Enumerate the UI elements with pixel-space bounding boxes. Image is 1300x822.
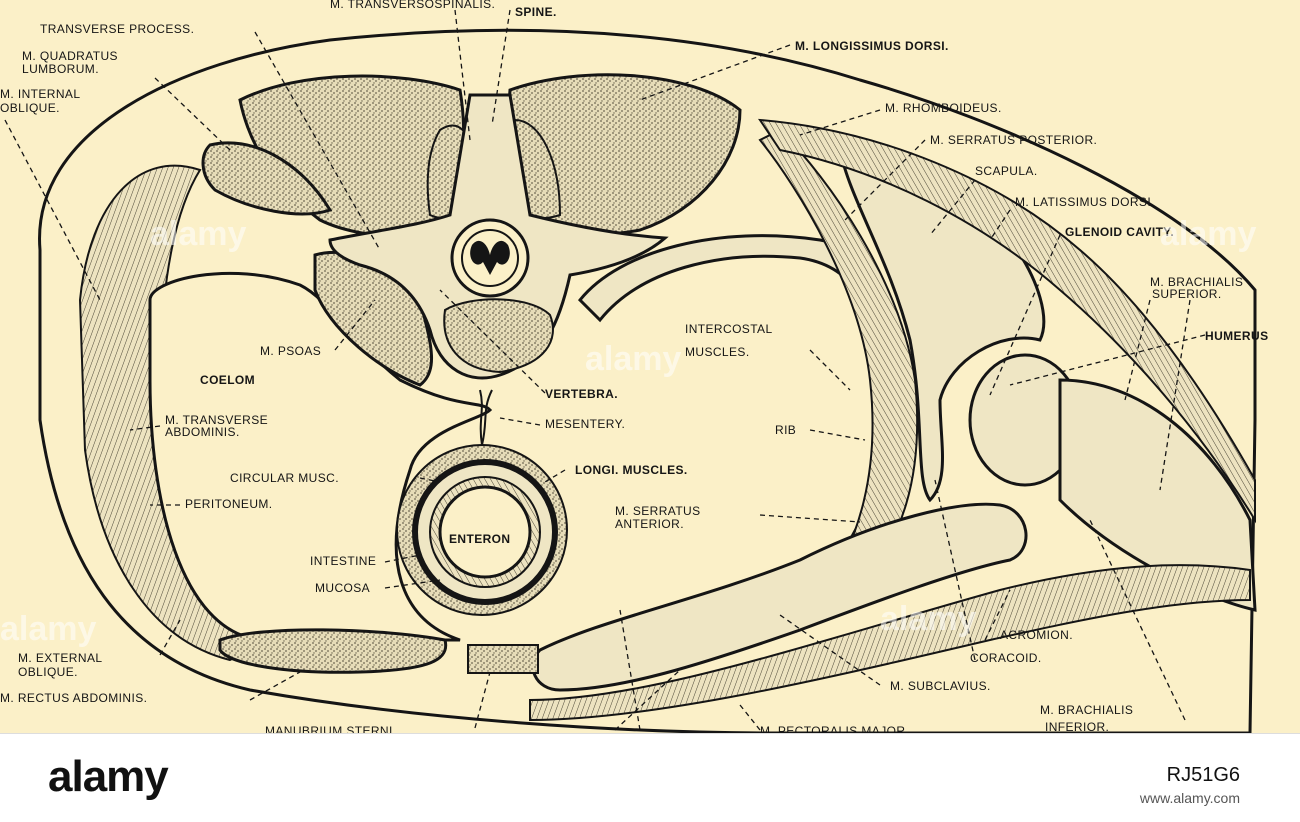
label-longi-muscles: LONGI. MUSCLES. — [575, 463, 688, 477]
coracoid-bone — [531, 502, 1028, 692]
label-manubrium-sterni: MANUBRIUM STERNI. — [265, 724, 396, 733]
label-transverse-process: TRANSVERSE PROCESS. — [40, 22, 194, 36]
label-mesentery: MESENTERY. — [545, 417, 625, 431]
leader-lines — [4, 9, 1206, 731]
watermark: alamy — [0, 610, 96, 648]
label-pectoralis-major: M. PECTORALIS MAJOR. — [760, 724, 909, 733]
label-brachialis-superior-1: M. BRACHIALIS — [1150, 275, 1243, 289]
label-external-oblique-2: OBLIQUE. — [18, 665, 78, 679]
label-coracoid: CORACOID. — [970, 651, 1042, 665]
vertebral-centrum — [443, 298, 554, 374]
brand-logo: alamy — [48, 752, 169, 801]
label-vertebra: VERTEBRA. — [545, 387, 618, 401]
label-enteron: ENTERON — [449, 532, 510, 546]
label-scapula: SCAPULA. — [975, 164, 1038, 178]
watermark: alamy — [1160, 215, 1256, 253]
label-serratus-anterior-2: ANTERIOR. — [615, 517, 684, 531]
label-acromion: ACROMION. — [1000, 628, 1073, 642]
label-quadratus-2: LUMBORUM. — [22, 62, 99, 76]
watermark: alamy — [150, 215, 246, 253]
watermark: alamy — [880, 600, 976, 638]
rectus-abdominis-muscle — [218, 628, 448, 674]
label-serratus-anterior-1: M. SERRATUS — [615, 504, 701, 518]
label-rhomboideus: M. RHOMBOIDEUS. — [885, 101, 1002, 115]
labels: M. TRANSVERSOSPINALIS. SPINE. TRANSVERSE… — [0, 0, 1268, 733]
label-serratus-posterior: M. SERRATUS POSTERIOR. — [930, 133, 1097, 147]
label-circular-musc: CIRCULAR MUSC. — [230, 471, 339, 485]
label-transverse-abdominis-2: ABDOMINIS. — [165, 425, 240, 439]
label-intercostal-1: INTERCOSTAL — [685, 322, 773, 336]
watermarks: alamy alamy alamy alamy alamy — [0, 215, 1256, 648]
manubrium-sterni — [467, 644, 539, 674]
label-psoas: M. PSOAS — [260, 344, 321, 358]
label-quadratus-1: M. QUADRATUS — [22, 49, 118, 63]
pectoralis-muscle — [529, 564, 1251, 722]
stock-footer-bar: alamy RJ51G6 www.alamy.com — [0, 733, 1300, 822]
enteron-lumen — [438, 485, 532, 579]
label-transverse-abdominis-1: M. TRANSVERSE — [165, 413, 268, 427]
label-glenoid: GLENOID CAVITY. — [1065, 225, 1174, 239]
label-intercostal-2: MUSCLES. — [685, 345, 750, 359]
label-subclavius: M. SUBCLAVIUS. — [890, 679, 991, 693]
label-humerus: HUMERUS — [1205, 329, 1268, 343]
label-coelom: COELOM — [200, 373, 255, 387]
label-brachialis-inferior-2: INFERIOR. — [1045, 720, 1109, 733]
label-brachialis-inferior-1: M. BRACHIALIS — [1040, 703, 1133, 717]
label-transversospinalis: M. TRANSVERSOSPINALIS. — [330, 0, 495, 11]
label-latissimus: M. LATISSIMUS DORSI. — [1015, 195, 1155, 209]
anatomy-cross-section-figure: M. TRANSVERSOSPINALIS. SPINE. TRANSVERSE… — [0, 0, 1268, 733]
spinal-cord-grey-matter — [470, 240, 510, 275]
label-mucosa: MUCOSA — [315, 581, 370, 595]
label-external-oblique-1: M. EXTERNAL — [18, 651, 102, 665]
latissimus-muscle — [758, 118, 1256, 524]
label-brachialis-superior-2: SUPERIOR. — [1152, 287, 1222, 301]
label-rib: RIB — [775, 423, 796, 437]
label-longissimus: M. LONGISSIMUS DORSI. — [795, 39, 949, 53]
quadratus-lumborum-muscle — [201, 141, 333, 216]
label-spine: SPINE. — [515, 5, 557, 19]
site-url: www.alamy.com — [1139, 790, 1240, 806]
label-peritoneum: PERITONEUM. — [185, 497, 273, 511]
mesentery — [479, 389, 493, 446]
humerus-shaft — [1058, 378, 1257, 612]
image-id: RJ51G6 — [1166, 764, 1240, 786]
label-rectus-abdominis: M. RECTUS ABDOMINIS. — [0, 691, 147, 705]
label-internal-oblique-1: M. INTERNAL — [0, 87, 80, 101]
watermark: alamy — [585, 340, 681, 378]
label-intestine: INTESTINE — [310, 554, 376, 568]
label-internal-oblique-2: OBLIQUE. — [0, 101, 60, 115]
coelom-cavity — [148, 271, 493, 642]
